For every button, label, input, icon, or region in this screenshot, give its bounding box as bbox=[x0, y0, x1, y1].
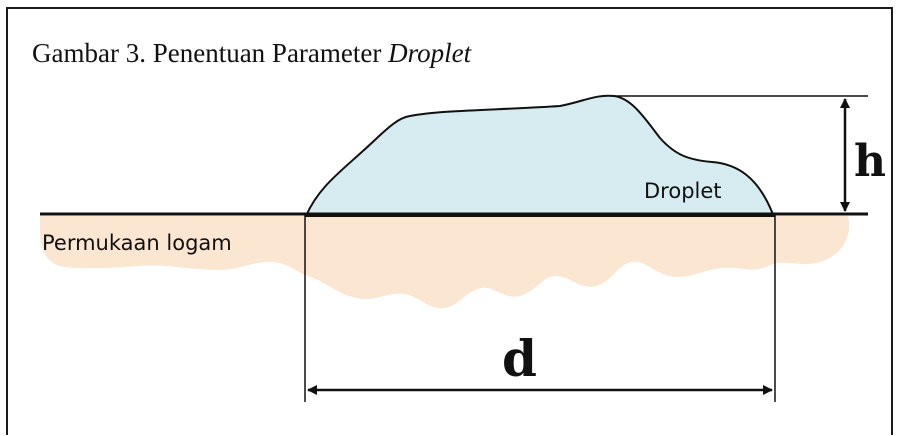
height-label: h bbox=[854, 136, 886, 187]
caption-emphasis: Droplet bbox=[388, 38, 472, 68]
surface-label: Permukaan logam bbox=[42, 231, 232, 255]
caption-text: Gambar 3. Penentuan Parameter bbox=[32, 38, 389, 68]
diameter-label: d bbox=[502, 329, 537, 388]
droplet-label: Droplet bbox=[644, 179, 722, 203]
droplet-body bbox=[304, 94, 776, 217]
metal-surface-region bbox=[40, 216, 850, 309]
figure-frame bbox=[6, 7, 893, 435]
figure-caption: Gambar 3. Penentuan Parameter Droplet bbox=[32, 38, 471, 69]
